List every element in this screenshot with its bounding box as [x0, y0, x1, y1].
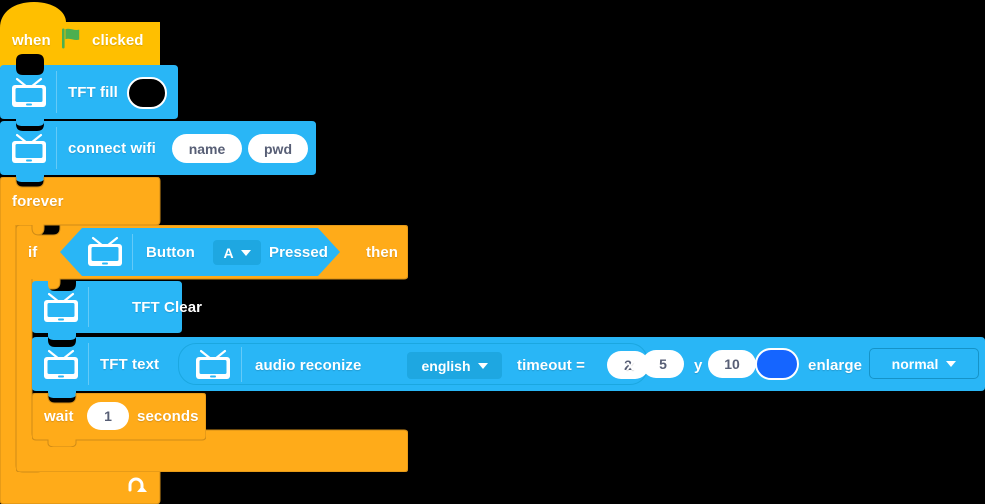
when-label: when — [12, 32, 51, 49]
tft-clear-label: TFT Clear — [132, 299, 203, 316]
pressed-label: Pressed — [269, 244, 329, 261]
chevron-down-icon — [240, 249, 251, 256]
tft-screen-icon — [85, 236, 125, 268]
y-input[interactable]: 10 — [708, 350, 756, 378]
button-select[interactable]: A — [213, 240, 261, 265]
enlarge-select-value: normal — [891, 355, 939, 372]
tft-text-color-swatch[interactable] — [755, 348, 799, 380]
enlarge-select[interactable]: normal — [869, 348, 979, 379]
block-wait-seconds[interactable]: wait 1 seconds — [32, 393, 206, 447]
loop-arrow-icon — [126, 474, 148, 496]
language-select[interactable]: english — [407, 352, 502, 379]
seconds-label: seconds — [137, 408, 199, 425]
y-label: y — [694, 357, 703, 374]
block-tft-fill[interactable]: TFT fill — [0, 65, 178, 126]
audio-reconize-label: audio reconize — [255, 357, 362, 374]
forever-label: forever — [12, 193, 64, 210]
block-button-pressed-condition[interactable]: Button A Pressed — [60, 228, 340, 276]
block-connect-wifi[interactable]: connect wifi name pwd — [0, 121, 316, 182]
block-when-flag-clicked[interactable]: when clicked — [0, 0, 160, 68]
green-flag-icon — [61, 28, 85, 50]
button-label: Button — [146, 244, 195, 261]
tft-fill-label: TFT fill — [68, 84, 118, 101]
timeout-label: timeout = — [517, 357, 585, 374]
block-audio-reconize[interactable]: audio reconize english timeout = 2 — [178, 343, 649, 385]
language-select-value: english — [421, 357, 471, 374]
button-select-value: A — [223, 244, 234, 261]
tft-screen-icon — [9, 77, 49, 109]
wait-label: wait — [44, 408, 74, 425]
block-tft-text[interactable]: TFT text audio reconize english timeout … — [32, 337, 985, 398]
chevron-down-icon — [946, 360, 957, 367]
x-input[interactable]: 5 — [642, 350, 684, 378]
x-label: x — [626, 357, 635, 374]
wifi-ssid-input[interactable]: name — [172, 134, 242, 163]
chevron-down-icon — [477, 362, 488, 369]
then-label: then — [366, 244, 399, 261]
tft-text-label: TFT text — [100, 356, 160, 373]
tft-screen-icon — [41, 349, 81, 381]
tft-screen-icon — [9, 133, 49, 165]
if-label: if — [28, 244, 38, 261]
connect-wifi-label: connect wifi — [68, 140, 156, 157]
wait-seconds-input[interactable]: 1 — [87, 402, 129, 430]
enlarge-label: enlarge — [808, 357, 863, 374]
tft-screen-icon — [193, 349, 233, 381]
tft-fill-color-swatch[interactable] — [127, 77, 167, 109]
tft-screen-icon — [41, 292, 81, 324]
wifi-password-input[interactable]: pwd — [248, 134, 308, 163]
block-tft-clear[interactable]: TFT Clear — [32, 281, 202, 340]
clicked-label: clicked — [92, 32, 144, 49]
